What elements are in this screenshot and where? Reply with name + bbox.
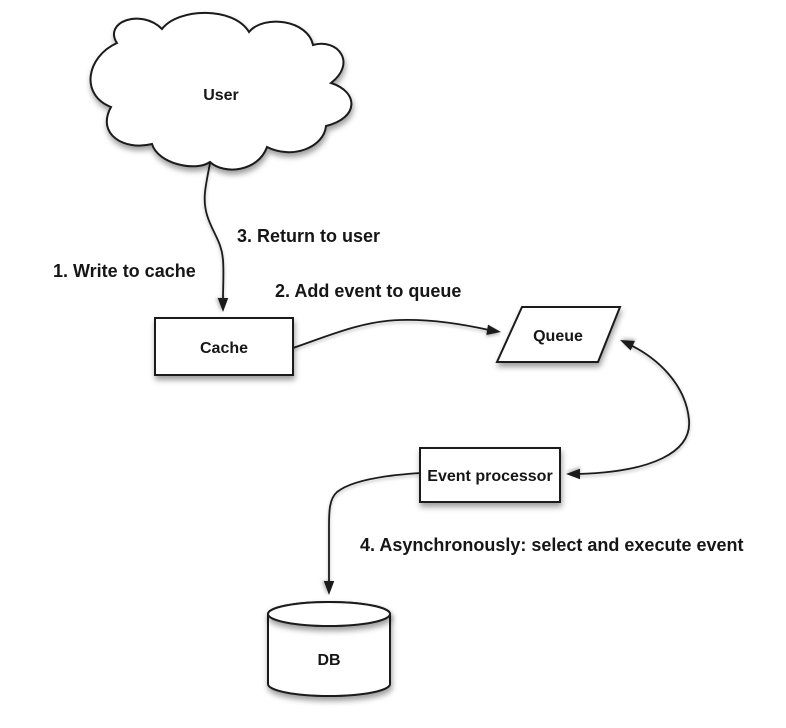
node-db: DB: [267, 601, 391, 697]
edge-queue-event-processor: [577, 341, 690, 475]
step1-label: 1. Write to cache: [53, 261, 196, 281]
edge-event-processor-to-db: [328, 472, 422, 583]
node-cache-label: Cache: [200, 340, 248, 357]
step-labels: 1. Write to cache 3. Return to user 2. A…: [53, 226, 743, 555]
cloud-shape: [89, 11, 353, 171]
node-db-label: DB: [317, 652, 340, 669]
arrowhead-into-cache: [217, 298, 229, 312]
arrowhead-into-queue-from-cache: [486, 324, 501, 335]
node-queue: Queue: [495, 306, 622, 363]
edge-cache-to-queue: [292, 318, 490, 349]
arrowheads: [217, 298, 635, 595]
cache-rectangle: [154, 317, 294, 376]
node-user: User: [89, 11, 353, 171]
node-event-processor-label: Event processor: [427, 468, 552, 485]
node-event-processor: Event processor: [419, 447, 561, 503]
arrowhead-into-queue-from-processor: [620, 340, 635, 351]
event-processor-rectangle: [419, 447, 561, 503]
step3-label: 3. Return to user: [237, 226, 380, 246]
step2-label: 2. Add event to queue: [275, 281, 461, 301]
queue-parallelogram: [495, 306, 622, 363]
edges: [203, 162, 690, 583]
arrowhead-into-db: [323, 581, 335, 595]
db-cylinder-top: [267, 601, 391, 627]
edge-user-to-cache: [203, 162, 225, 301]
node-user-label: User: [203, 87, 239, 104]
node-queue-label: Queue: [533, 328, 583, 345]
arrowhead-into-event-processor: [566, 468, 580, 480]
node-cache: Cache: [154, 317, 294, 376]
step4-label: 4. Asynchronously: select and execute ev…: [360, 535, 743, 555]
